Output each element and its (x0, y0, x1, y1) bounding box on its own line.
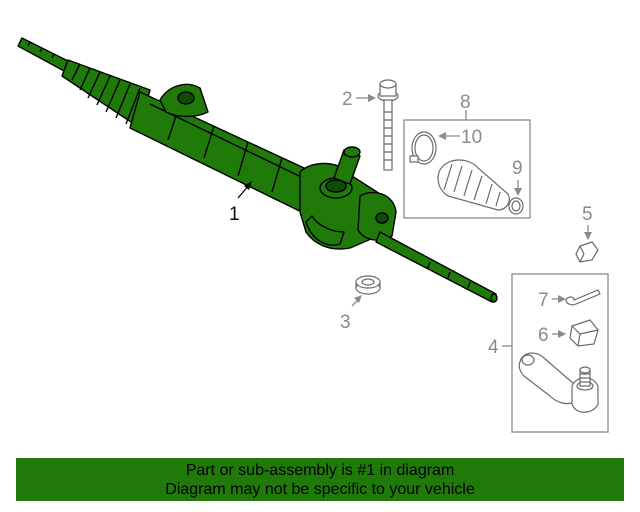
callout-label-1: 1 (229, 204, 240, 225)
banner-line-2: Diagram may not be specific to your vehi… (165, 481, 475, 498)
callout-7: 7 (538, 290, 566, 311)
banner-line-1: Part or sub-assembly is #1 in diagram (185, 462, 455, 479)
callout-3: 3 (340, 295, 362, 333)
callout-label-3: 3 (340, 312, 351, 333)
tie-rod-end-part[interactable] (518, 352, 599, 413)
bolt-part[interactable] (377, 79, 399, 171)
callout-2: 2 (342, 89, 376, 110)
callout-1: 1 (229, 181, 252, 225)
callout-label-10: 10 (461, 127, 482, 148)
callout-10: 10 (438, 127, 482, 148)
boot-cap-part[interactable] (569, 319, 599, 347)
parts-diagram: 1 2 8 10 9 (17, 37, 609, 433)
callout-6: 6 (538, 325, 566, 346)
part-info-banner: Part or sub-assembly is #1 in diagram Di… (16, 458, 624, 501)
callout-label-2: 2 (342, 89, 353, 110)
callout-label-4: 4 (488, 337, 499, 358)
cotter-pin-part[interactable] (565, 289, 601, 306)
callout-9: 9 (512, 158, 523, 196)
nut-part[interactable] (575, 241, 599, 263)
callout-label-7: 7 (538, 290, 549, 311)
callout-label-5: 5 (582, 204, 593, 225)
callout-label-6: 6 (538, 325, 549, 346)
boot-kit-box: 8 (403, 92, 531, 219)
tie-rod-end-box: 4 (488, 273, 609, 433)
steering-rack-assembly[interactable] (17, 37, 498, 303)
small-clamp-part[interactable] (508, 197, 524, 215)
large-clamp-part[interactable] (409, 131, 437, 165)
mount-bushing-part[interactable] (355, 275, 381, 295)
callout-label-9: 9 (512, 158, 523, 179)
callout-label-8: 8 (460, 92, 471, 113)
callout-5: 5 (582, 204, 593, 240)
boot-part[interactable] (437, 159, 510, 211)
